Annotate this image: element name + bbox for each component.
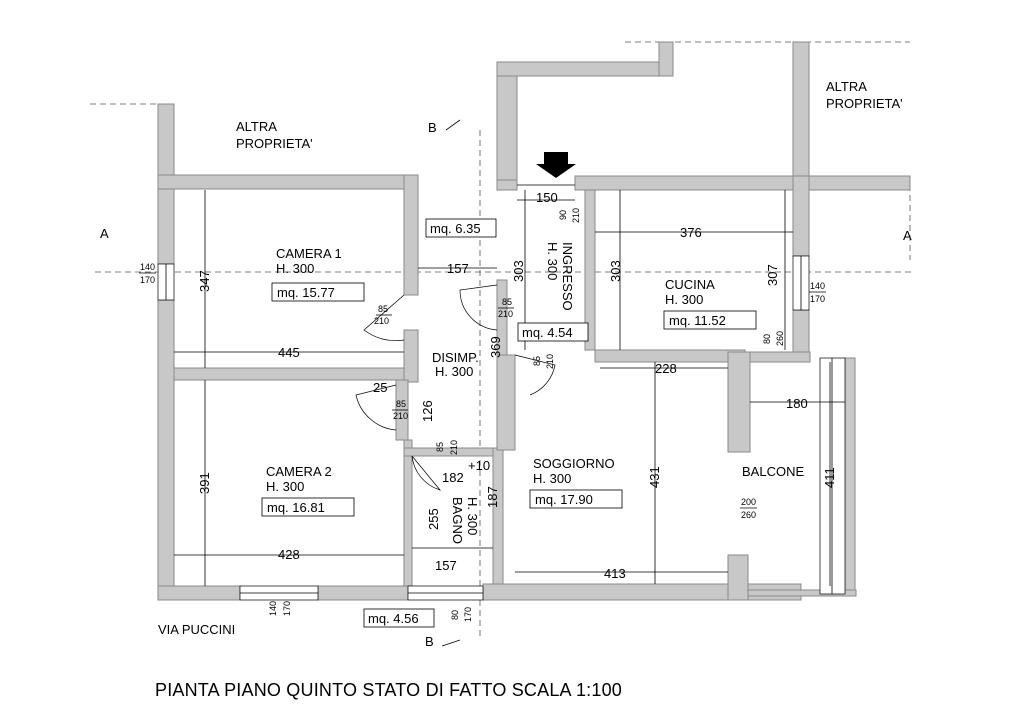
section-a-left: A [100,226,109,241]
ingresso-height: H. 300 [545,242,560,280]
soggiorno-name: SOGGIORNO [533,456,615,471]
cucina-area: mq. 11.52 [669,313,726,328]
camera1-area: mq. 15.77 [277,285,335,300]
soggiorno-height: H. 300 [533,471,571,486]
entry-door-width: 90 [558,210,568,220]
other-property-left-line1: ALTRA [236,119,277,134]
bagno-height: H. 300 [465,497,480,535]
dim-126: 126 [420,400,435,422]
camera2-height: H. 300 [266,479,304,494]
dim-157-bottom: 157 [435,558,457,573]
soggiorno-area: mq. 17.90 [535,492,593,507]
dim-plus10: +10 [468,458,490,473]
dim-150: 150 [536,190,558,205]
dim-180: 180 [786,396,808,411]
dim-228: 228 [655,361,677,376]
dim-255: 255 [426,508,441,530]
door-swings [355,184,575,491]
dim-376: 376 [680,225,702,240]
door-cam1-height: 210 [374,316,389,326]
door-sogg-width: 85 [532,356,542,366]
door-ing-width: 85 [502,297,512,307]
entry-door-height: 210 [571,208,581,223]
balcony-door-width: 80 [762,334,772,344]
bagno-window-width: 80 [450,610,460,620]
cucina-name: CUCINA [665,277,715,292]
dim-25: 25 [373,380,387,395]
windows [157,255,846,601]
cucina-height: H. 300 [665,292,703,307]
bagno-window-height: 170 [463,607,473,622]
dimension-labels: 150 376 303 303 307 347 445 157 369 228 … [197,190,837,581]
disimp-name: DISIMP. [432,350,479,365]
entrance-arrow-icon [536,152,576,178]
window1-height: 170 [140,275,155,285]
balcony-door-height: 260 [775,331,785,346]
camera2-area: mq. 16.81 [267,500,325,515]
camera2-name: CAMERA 2 [266,464,332,479]
door-bagno-width: 85 [435,442,445,452]
window1-width: 140 [140,262,155,272]
dim-187: 187 [485,486,500,508]
window3-height: 170 [810,294,825,304]
section-b-bottom: B [425,634,434,649]
section-a-right: A [903,228,912,243]
door-ing-height: 210 [498,309,513,319]
street-name: VIA PUCCINI [158,622,235,637]
plan-title: PIANTA PIANO QUINTO STATO DI FATTO SCALA… [155,680,622,700]
section-markers: A A B B [100,119,912,649]
door-cam2-width: 85 [396,399,406,409]
balcony-window-height: 260 [741,510,756,520]
door-bagno-height: 210 [449,440,459,455]
dim-303-ingresso: 303 [511,260,526,282]
opening-labels: 140 170 140 170 140 170 85 210 85 210 85… [139,208,826,622]
reference-lines [90,41,915,640]
ingresso-name: INGRESSO [560,242,575,311]
other-property-right-line1: ALTRA [826,79,867,94]
window3-width: 140 [810,281,825,291]
disimp-height: H. 300 [435,364,473,379]
dim-413: 413 [604,566,626,581]
door-cam2-height: 210 [393,411,408,421]
balcony-window-width: 200 [741,497,756,507]
window2-width: 140 [268,601,278,616]
dim-347: 347 [197,270,212,292]
dim-428: 428 [278,547,300,562]
area-top: mq. 6.35 [430,221,481,236]
area-bottom: mq. 4.56 [368,611,419,626]
walls [157,41,911,601]
dim-411: 411 [822,467,837,488]
area-ingresso: mq. 4.54 [522,325,573,340]
dim-445: 445 [278,345,300,360]
camera1-height: H. 300 [276,261,314,276]
dimension-lines [174,190,845,586]
balcone-name: BALCONE [742,464,804,479]
dim-157-top: 157 [447,261,469,276]
section-b-top: B [428,120,437,135]
dim-303-cucina: 303 [608,260,623,282]
camera1-name: CAMERA 1 [276,246,342,261]
window2-height: 170 [282,601,292,616]
dim-369: 369 [488,336,503,358]
door-cam1-width: 85 [378,304,388,314]
other-property-right-line2: PROPRIETA' [826,96,903,111]
dim-182: 182 [442,470,464,485]
bagno-name: BAGNO [450,497,465,544]
dim-391: 391 [197,472,212,494]
dim-431: 431 [647,466,662,488]
dim-307: 307 [765,264,780,286]
other-property-left-line2: PROPRIETA' [236,136,313,151]
door-sogg-height: 210 [545,354,555,369]
